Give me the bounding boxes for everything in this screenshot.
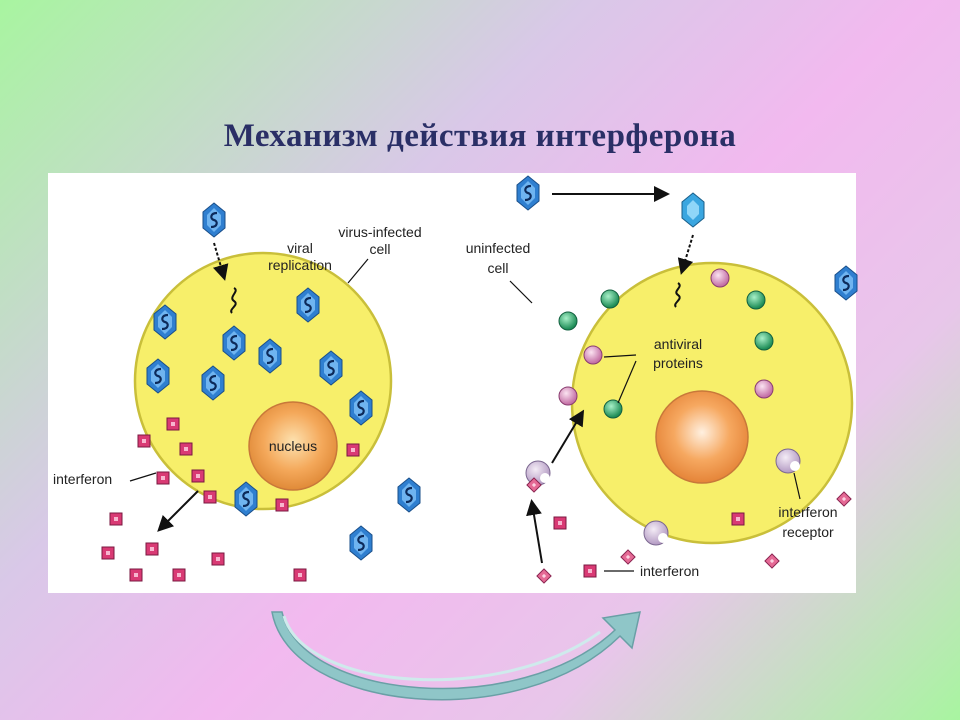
virus-infected-cell: nucleus xyxy=(133,251,393,511)
replication-label-2: replication xyxy=(268,257,332,273)
right-cell-label-2: cell xyxy=(487,260,508,276)
receptor-label-1: interferon xyxy=(778,504,837,520)
proteins-label-2: proteins xyxy=(653,355,703,371)
viral-rna-icon xyxy=(674,282,681,308)
cell-label-2: cell xyxy=(369,241,390,257)
right-cell-pointer xyxy=(509,280,533,304)
left-nucleus xyxy=(248,401,338,491)
secretion-arrow xyxy=(157,490,199,532)
curved-arrow-highlight xyxy=(282,615,601,682)
slide-title: Механизм действия интерферона xyxy=(223,118,737,154)
uninfected-cell xyxy=(570,261,854,545)
virus-icon xyxy=(681,192,705,228)
right-cell-label-1: uninfected xyxy=(466,240,531,256)
receptor-label-2: receptor xyxy=(782,524,834,540)
viral-rna-icon xyxy=(230,287,237,314)
curved-arrow-shape xyxy=(271,611,641,701)
left-nucleus-label: nucleus xyxy=(269,438,317,454)
proteins-label-1: antiviral xyxy=(654,336,702,352)
cell-pointer xyxy=(347,258,369,284)
entry-arrow xyxy=(212,242,229,281)
left-interferon-pointer xyxy=(129,472,157,482)
protein-pointer-1 xyxy=(603,354,637,358)
receptor-pointer xyxy=(793,472,801,500)
right-interferon-label: interferon xyxy=(640,563,699,579)
diagram-svg: nucleus xyxy=(53,174,859,584)
replication-label-1: viral xyxy=(287,240,313,256)
binding-arrow xyxy=(526,499,543,564)
right-nucleus xyxy=(655,390,749,484)
signal-arrow xyxy=(551,409,585,464)
entry-arrow-right xyxy=(677,234,694,275)
protein-pointer-2 xyxy=(617,360,637,404)
cell-label-1: virus-infected xyxy=(338,224,421,240)
left-interferon-label: interferon xyxy=(53,471,112,487)
interferon-diagram: nucleus xyxy=(48,173,859,593)
